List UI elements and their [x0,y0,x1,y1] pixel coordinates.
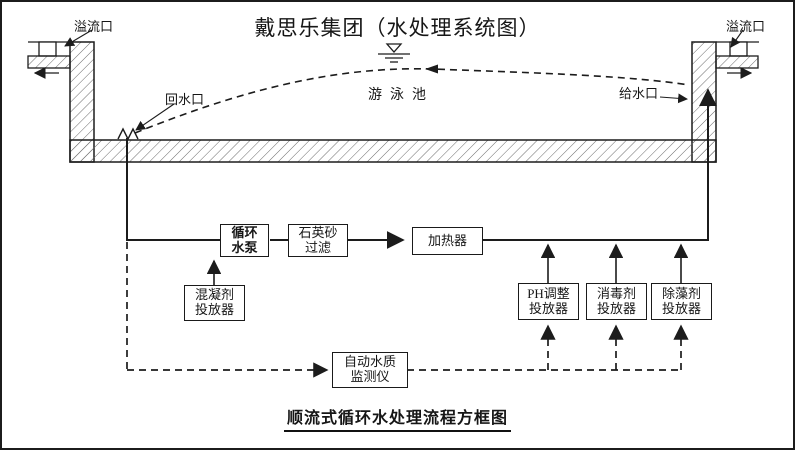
algaecide-label-line1: 除藻剂 [661,285,701,301]
return-inlet-grate-icon [117,127,139,141]
leader-lines [64,29,744,131]
return-port-label: 回水口 [165,92,205,107]
circulation-pump-box: 循环 水泵 [220,224,269,257]
coagulant-label-line2: 投放器 [194,302,234,317]
main-pipe-line [126,88,717,249]
quartz-sand-filter-box: 石英砂 过滤 [288,224,348,257]
supply-riser-pipe [483,88,717,241]
swimming-pool-label: 游泳池 [368,88,434,103]
ph-label-line1: PH调整 [527,285,570,301]
overflow-port-label-left: 溢流口 [74,19,114,34]
algaecide-dispenser-box: 除藻剂 投放器 [651,283,712,320]
overflow-right-leader [730,29,744,48]
disinfectant-label-line1: 消毒剂 [596,285,636,301]
overflow-structure-right [715,41,759,79]
filter-label-line2: 过滤 [304,239,331,255]
monitor-label-line1: 自动水质 [343,354,396,370]
monitor-label-line2: 监测仪 [350,369,390,384]
supply-port-label: 给水口 [619,86,659,101]
dispenser-arrows [206,243,689,285]
caption-row: 顺流式循环水处理流程方框图 [2,404,793,432]
coagulant-dispenser-box: 混凝剂 投放器 [184,285,245,321]
pool-walls [69,41,717,163]
supply-port-leader [659,93,688,104]
overflow-port-label-right: 溢流口 [726,19,766,34]
pool-flow-dashed-arrow [134,64,690,134]
water-surface-icon [378,43,410,63]
filter-label-line1: 石英砂 [298,224,338,240]
overflow-left-leader [64,29,93,47]
heater-label: 加热器 [427,232,467,248]
disinfectant-dispenser-box: 消毒剂 投放器 [586,283,647,320]
algaecide-label-line2: 投放器 [661,300,701,316]
monitor-control-lines [126,242,689,378]
return-port-leader [135,103,175,131]
diagram-caption: 顺流式循环水处理流程方框图 [283,404,511,432]
heater-box: 加热器 [412,227,483,255]
pool-floor [69,139,717,163]
overflow-structure-left [27,41,71,79]
pump-label-line2: 水泵 [231,239,258,255]
ph-label-line2: 投放器 [528,300,568,316]
page-title: 戴思乐集团（水处理系统图） [254,16,541,40]
ph-dispenser-box: PH调整 投放器 [518,283,579,320]
disinfectant-label-line2: 投放器 [596,300,636,316]
coagulant-label-line1: 混凝剂 [194,287,234,303]
water-quality-monitor-box: 自动水质 监测仪 [332,352,408,388]
pump-label-line1: 循环 [231,224,258,240]
